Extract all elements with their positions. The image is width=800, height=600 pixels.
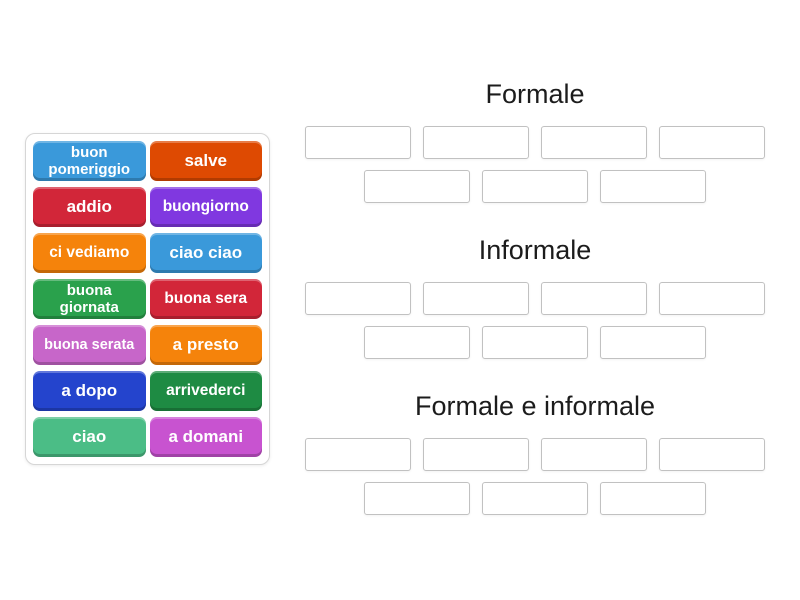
slot-row [305,282,765,315]
word-tile-label: buon pomeriggio [48,144,131,178]
word-tile[interactable]: buon pomeriggio [33,141,146,181]
word-tile-label: ciao ciao [169,243,243,262]
word-tile[interactable]: addio [33,187,146,227]
drop-slot[interactable] [482,326,588,359]
word-tile[interactable]: a domani [149,417,262,457]
drop-slot[interactable] [423,438,529,471]
drop-slot[interactable] [541,438,647,471]
drop-slot[interactable] [659,438,765,471]
drop-slot[interactable] [541,282,647,315]
group-section: Formale [305,76,765,203]
word-tile-label: ci vediamo [49,244,130,261]
word-tile[interactable]: buona serata [33,325,146,365]
slot-row [305,438,765,471]
word-tile-label: a dopo [61,381,118,400]
word-tile-label: buona sera [164,290,248,307]
drop-slot[interactable] [659,126,765,159]
drop-slot[interactable] [305,126,411,159]
drop-slot[interactable] [541,126,647,159]
word-tile[interactable]: buona giornata [33,279,146,319]
word-tile[interactable]: arrivederci [149,371,262,411]
drop-slot[interactable] [423,282,529,315]
word-tile-label: addio [66,197,112,216]
drop-slot[interactable] [364,326,470,359]
word-tile-label: a domani [168,427,244,446]
word-tile[interactable]: ciao [33,417,146,457]
group-title: Formale [485,79,585,109]
word-tile[interactable]: a dopo [33,371,146,411]
drop-slot[interactable] [659,282,765,315]
word-tile[interactable]: salve [149,141,262,181]
drop-slot[interactable] [600,326,706,359]
word-tile-label: ciao [72,427,107,446]
word-tile-label: buona giornata [59,282,119,316]
slot-row [305,170,765,203]
tile-tray: buon pomeriggio salve addio buongiorno ci ve… [25,133,270,465]
slot-row [305,482,765,515]
group-title: Formale e informale [414,391,656,421]
word-tile[interactable]: buongiorno [149,187,262,227]
word-tile-label: arrivederci [166,382,246,399]
drop-slot[interactable] [482,170,588,203]
drop-slot[interactable] [600,482,706,515]
drop-slot[interactable] [305,282,411,315]
word-tile-label: buongiorno [162,198,249,215]
word-tile[interactable]: ciao ciao [149,233,262,273]
group-section: Informale [305,232,765,359]
drop-slot[interactable] [423,126,529,159]
drop-slot[interactable] [305,438,411,471]
slot-row [305,126,765,159]
group-section: Formale e informale [305,388,765,515]
drop-slot[interactable] [364,482,470,515]
word-tile[interactable]: ci vediamo [33,233,146,273]
drop-slot[interactable] [482,482,588,515]
word-tile-label: buona serata [44,337,135,353]
word-tile[interactable]: a presto [149,325,262,365]
slot-row [305,326,765,359]
word-tile[interactable]: buona sera [149,279,262,319]
group-title: Informale [478,235,592,265]
word-tile-label: a presto [172,335,239,354]
drop-slot[interactable] [600,170,706,203]
word-tile-label: salve [184,151,228,170]
drop-slot[interactable] [364,170,470,203]
